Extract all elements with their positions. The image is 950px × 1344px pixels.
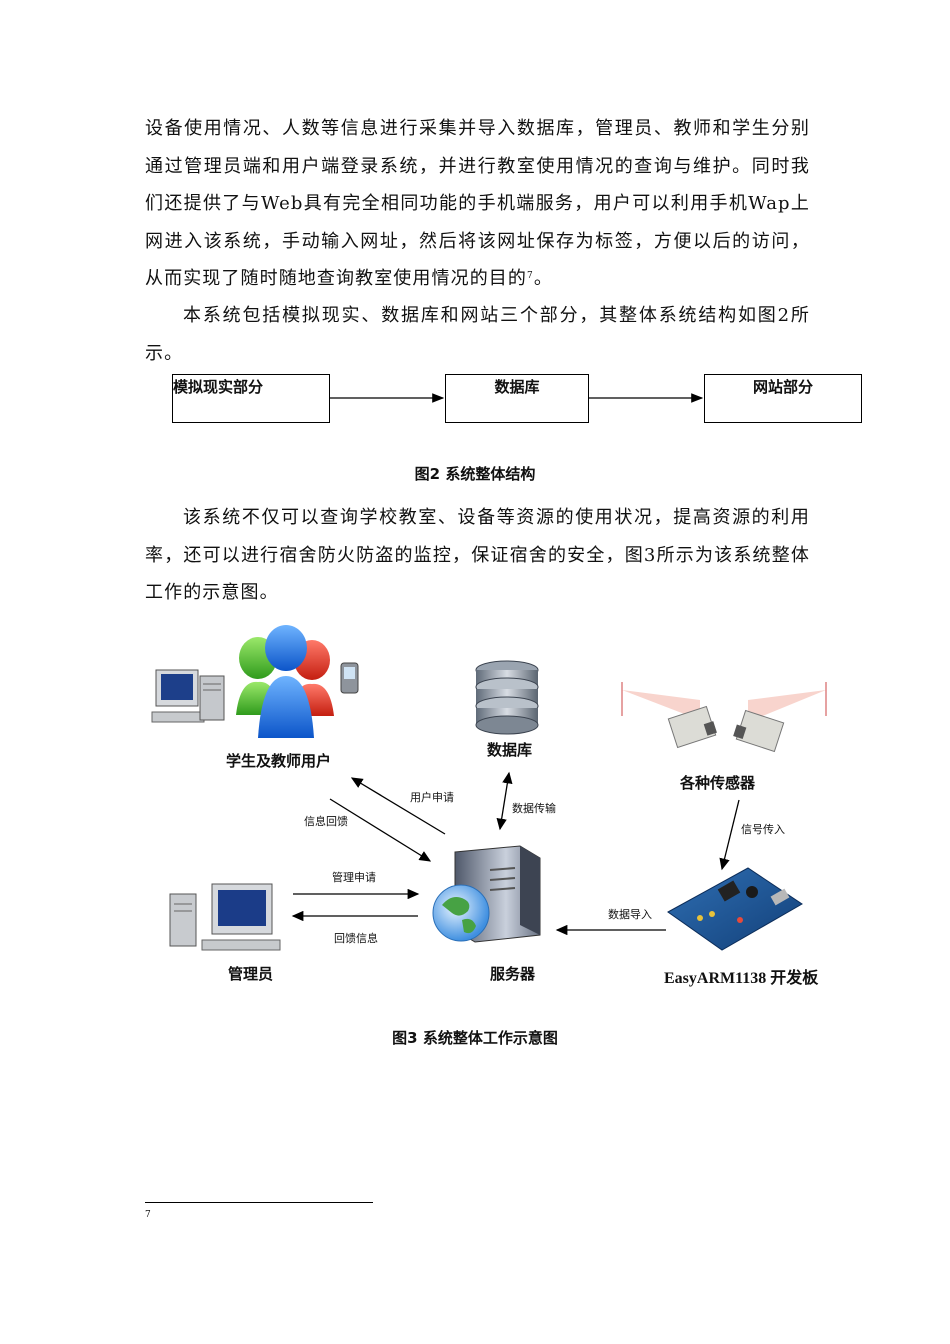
edge-label-user-request: 用户申请 [410,791,454,804]
node-label-sensors: 各种传感器 [680,774,756,792]
footnote-reference[interactable]: 7 [527,271,534,281]
figure-3-caption: 图3 系统整体工作示意图 [392,1029,558,1047]
edge-label-data-transfer: 数据传输 [512,802,556,815]
node-label-database: 数据库 [487,741,533,759]
footnote-divider [145,1202,373,1203]
edge-label-signal-in: 信号传入 [741,823,785,836]
edge-label-data-import: 数据导入 [608,908,652,921]
admin-computer-icon [169,883,281,951]
sensors-icon [621,682,827,753]
users-computer-icon [151,669,225,723]
body-paragraph-3: 该系统不仅可以查询学校教室、设备等资源的使用状况，提高资源的利用率，还可以进行宿… [145,507,810,603]
arrow-user-request [350,777,446,835]
node-label-server: 服务器 [490,965,536,983]
edge-label-info-feedback: 信息回馈 [304,815,348,828]
arrow-data-transfer [496,771,513,831]
node-label-board: EasyARM1138 开发板 [664,970,819,987]
figure-2-box-database: 数据库 [445,374,589,423]
database-icon [475,660,539,735]
figure-2-arrows [330,393,704,403]
node-label-admin: 管理员 [228,965,274,983]
figure-2-box-database-label: 数据库 [494,378,540,396]
paragraph-1-text: 设备使用情况、人数等信息进行采集并导入数据库，管理员、教师和学生分别通过管理员端… [145,118,810,289]
node-label-users: 学生及教师用户 [226,752,332,770]
arrow-info-feedback [329,798,432,862]
figure-2-box-simulation: 模拟现实部分 [172,374,330,423]
figure-2-box-website-label: 网站部分 [752,378,813,396]
figure-2-caption: 图2 系统整体结构 [414,465,536,483]
users-phone-icon [340,662,359,694]
footnote-mark: 7 [145,1210,151,1220]
edge-label-feedback-info: 回馈信息 [334,932,378,945]
figure-3-diagram [151,625,827,951]
figure-2-box-website: 网站部分 [704,374,862,423]
paragraph-1-end: 。 [533,268,553,289]
arrow-signal-in [719,799,740,871]
board-icon [667,867,803,951]
edge-label-admin-request: 管理申请 [332,871,376,884]
figure-2-box-simulation-label: 模拟现实部分 [173,378,264,396]
body-paragraph-2: 本系统包括模拟现实、数据库和网站三个部分，其整体系统结构如图2所示。 [145,305,810,364]
users-people-icon [236,625,334,738]
body-paragraph-1: 设备使用情况、人数等信息进行采集并导入数据库，管理员、教师和学生分别通过管理员端… [145,110,810,298]
server-icon [432,845,541,943]
